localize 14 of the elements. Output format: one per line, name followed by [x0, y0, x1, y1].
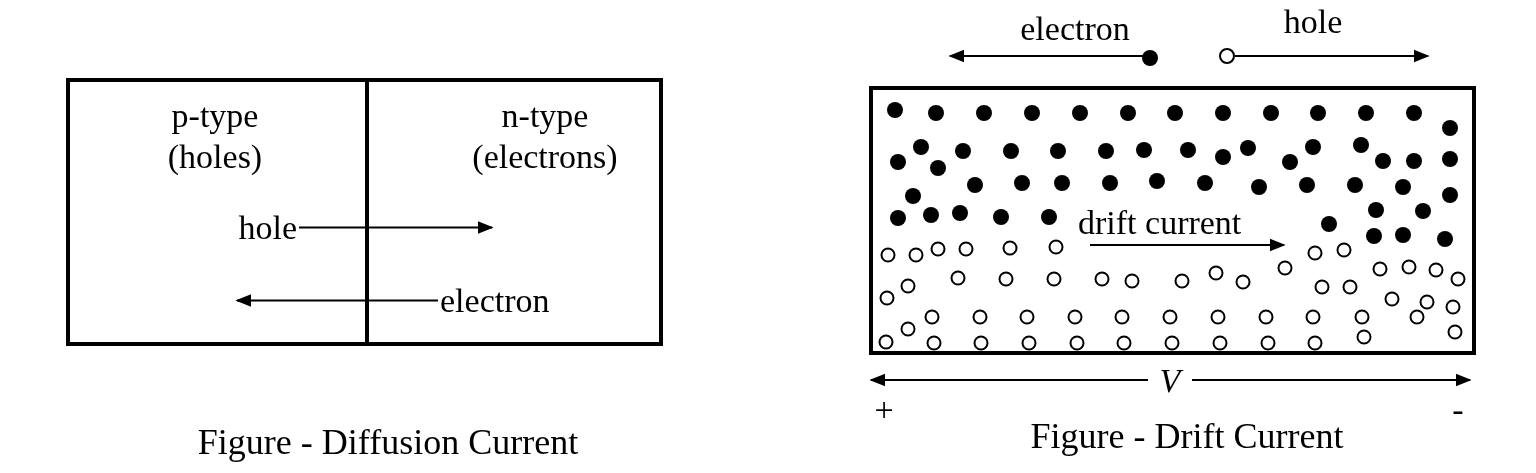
figure-caption: Figure - Diffusion Current: [197, 424, 579, 460]
carrier-label: electron: [1020, 12, 1130, 46]
polarity-sign: +: [874, 393, 894, 427]
carrier-label: electron: [440, 281, 550, 321]
p-type-region: [66, 78, 369, 346]
arrow: [235, 294, 439, 307]
region-label: p-type (holes): [166, 96, 264, 177]
carrier-label: hole: [238, 208, 297, 248]
carrier-label: hole: [1283, 5, 1343, 39]
polarity-sign: -: [1452, 393, 1464, 427]
region-label: n-type (electrons): [471, 96, 619, 177]
figure-caption: Figure - Drift Current: [1030, 418, 1344, 454]
arrow: [298, 221, 494, 234]
region-label: drift current: [1078, 203, 1242, 243]
